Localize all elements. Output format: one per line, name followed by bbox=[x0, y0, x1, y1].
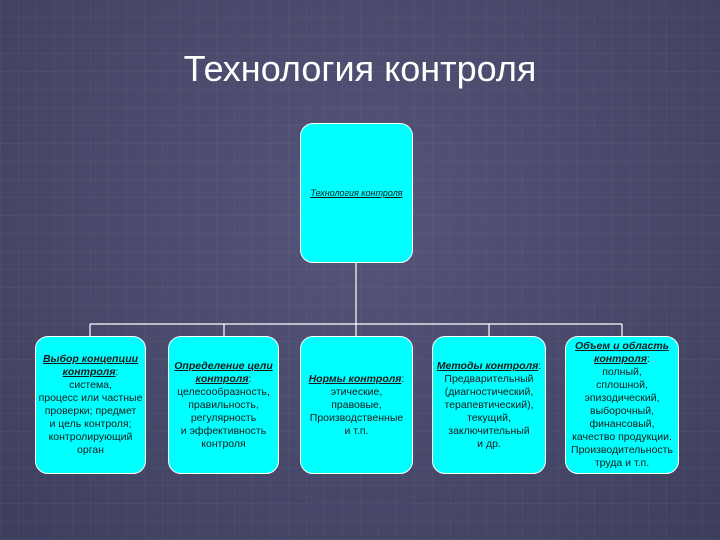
node-line: финансовый, bbox=[589, 418, 655, 430]
node-line: целесообразность, bbox=[177, 385, 270, 398]
node-heading: Методы контроля bbox=[436, 359, 539, 372]
node-line: выборочный, bbox=[589, 405, 655, 417]
child-node-scope: Объем и область контроля: полный, сплошн… bbox=[565, 336, 679, 474]
node-line: контроля bbox=[201, 437, 246, 450]
child-node-methods: Методы контроля: Предварительный (диагно… bbox=[432, 336, 546, 474]
node-line: система, bbox=[69, 379, 112, 391]
node-line: правильность, bbox=[188, 398, 259, 411]
node-line: проверки; предмет bbox=[44, 405, 137, 417]
node-line: правовые, bbox=[331, 398, 382, 411]
node-line: и т.п. bbox=[344, 424, 369, 437]
node-line: сплошной, bbox=[596, 379, 648, 391]
node-line: эпизодический, bbox=[584, 392, 660, 404]
node-line: качество продукции. bbox=[572, 431, 672, 443]
node-line: труда и т.п. bbox=[594, 457, 650, 469]
node-line: и эффективность bbox=[180, 424, 267, 437]
node-heading: Объем и область контроля bbox=[575, 340, 669, 365]
node-line: полный, bbox=[602, 366, 642, 378]
node-line: контролирующий орган bbox=[48, 431, 133, 456]
root-node-label: Технология контроля bbox=[310, 188, 403, 198]
child-node-goals: Определение цели контроля: целесообразно… bbox=[168, 336, 279, 474]
child-node-norms: Нормы контроля: этические, правовые, Про… bbox=[300, 336, 413, 474]
node-line: Производительность bbox=[571, 444, 673, 456]
node-line: и цель контроля; bbox=[49, 418, 132, 430]
slide-title: Технология контроля bbox=[183, 48, 537, 89]
node-line: Предварительный bbox=[444, 372, 534, 385]
node-line: Производственные bbox=[309, 411, 404, 424]
node-heading: Определение цели контроля bbox=[174, 359, 273, 385]
node-line: процесс или частные bbox=[38, 392, 143, 404]
node-line: заключительный bbox=[448, 424, 530, 437]
node-line: (диагностический, bbox=[444, 385, 534, 398]
node-line: и др. bbox=[477, 437, 501, 450]
node-line: терапевтический), bbox=[444, 398, 534, 411]
node-heading: Нормы контроля bbox=[308, 372, 402, 385]
node-line: текущий, bbox=[467, 411, 511, 424]
node-line: регулярность bbox=[190, 411, 257, 424]
root-node: Технология контроля bbox=[300, 123, 413, 263]
child-node-concept: Выбор концепции контроля: система, проце… bbox=[35, 336, 146, 474]
node-heading: Выбор концепции контроля bbox=[42, 353, 139, 378]
node-line: этические, bbox=[330, 385, 383, 398]
